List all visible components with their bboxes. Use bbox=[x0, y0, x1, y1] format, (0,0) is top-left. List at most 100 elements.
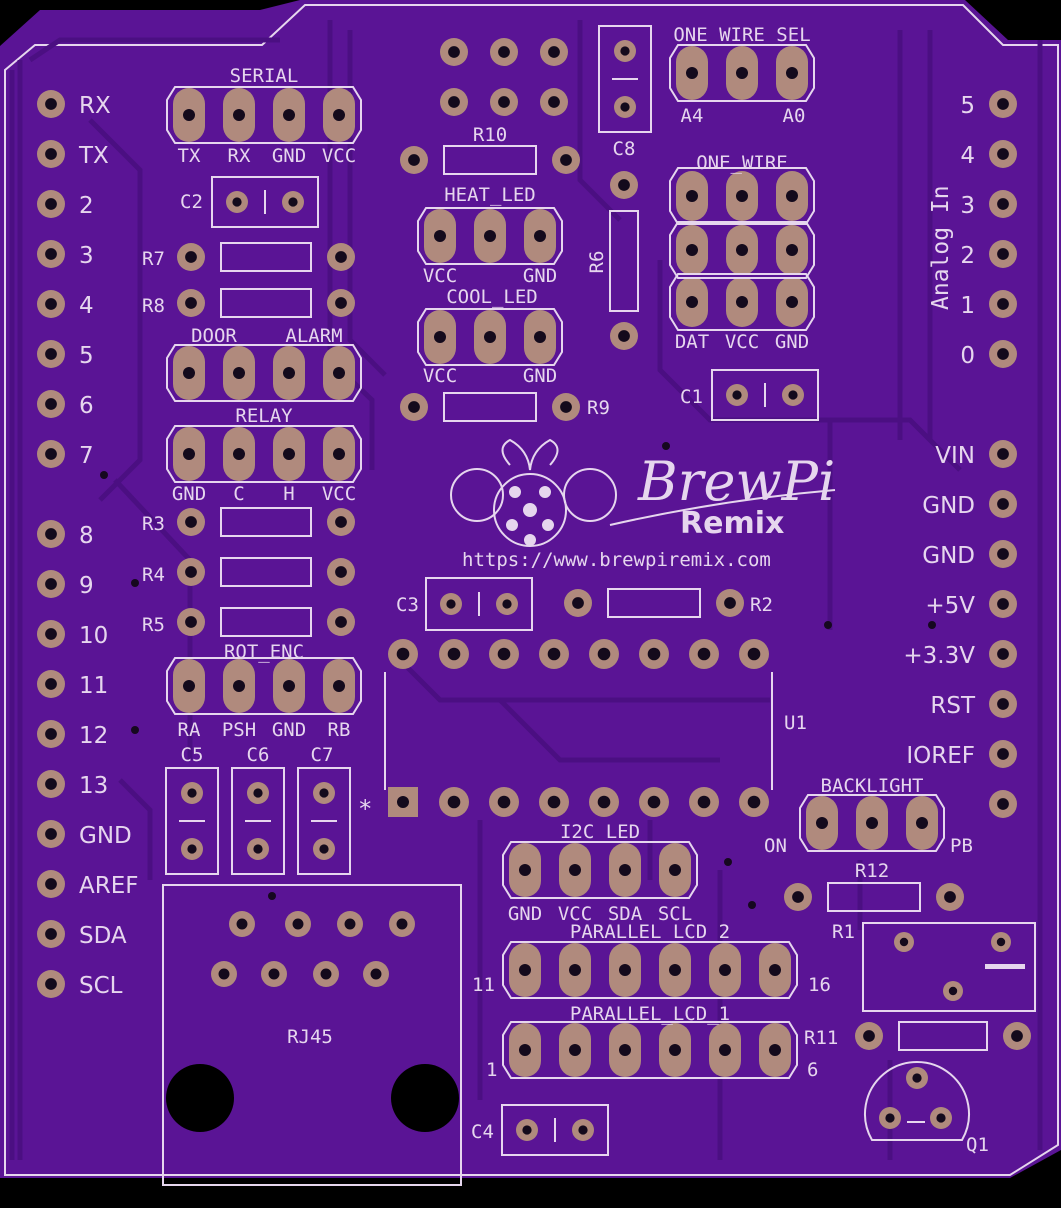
r10-label: R10 bbox=[473, 124, 507, 146]
r9-pad-2-hole bbox=[560, 401, 572, 413]
r8-pad-1-hole bbox=[185, 297, 197, 309]
c8-label: C8 bbox=[613, 138, 636, 160]
digital-pin-pad-2-hole bbox=[45, 198, 57, 210]
r1-pad-3-hole bbox=[948, 986, 958, 996]
cool-led-pin-2-hole bbox=[534, 331, 546, 343]
rj45-mount-hole-left bbox=[166, 1064, 234, 1132]
r7-label: R7 bbox=[142, 248, 165, 270]
r4-pad-2-hole bbox=[335, 566, 347, 578]
test-pad-4-hole bbox=[498, 96, 510, 108]
backlight-pin-2-hole bbox=[916, 817, 928, 829]
lcd2-pin-0-hole bbox=[519, 964, 531, 976]
lcd2-right-label: 16 bbox=[808, 974, 831, 996]
power-pin-label-2: GND bbox=[922, 543, 975, 569]
i2c-led-pin-label-3: SCL bbox=[658, 903, 692, 925]
lcd1-pin-0-hole bbox=[519, 1044, 531, 1056]
door-alarm-pin-2-hole bbox=[283, 367, 295, 379]
lcd1-right-label: 6 bbox=[807, 1059, 818, 1081]
one-wire-pin-1-0-hole bbox=[686, 244, 698, 256]
lcd1-pin-4-hole bbox=[719, 1044, 731, 1056]
lcd1-header-outline bbox=[502, 1021, 798, 1079]
lcd1-pin-5-hole bbox=[769, 1044, 781, 1056]
backlight-pin-1-hole bbox=[866, 817, 878, 829]
serial-header-outline bbox=[166, 86, 362, 144]
lcd2-pin-5-hole bbox=[769, 964, 781, 976]
lcd1-pin-2-hole bbox=[619, 1044, 631, 1056]
rot-enc-pin-2-hole bbox=[283, 680, 295, 692]
via-0 bbox=[100, 471, 108, 479]
u1-pin-top-4-hole bbox=[597, 647, 611, 661]
rj45-pad-bottom-1-hole bbox=[268, 968, 280, 980]
one-wire-header-outline-2 bbox=[669, 273, 815, 331]
test-pad-5-hole bbox=[548, 96, 560, 108]
lcd1-title: PARALLEL_LCD_1 bbox=[570, 1003, 730, 1025]
rot-enc-pin-3-hole bbox=[333, 680, 345, 692]
r1-label: R1 bbox=[832, 921, 855, 943]
r12-body bbox=[827, 882, 921, 912]
c7-label: C7 bbox=[311, 744, 334, 766]
analog-pin-label-4: 1 bbox=[960, 293, 975, 319]
lcd2-left-label: 11 bbox=[472, 974, 495, 996]
digital-pin-pad-14-hole bbox=[45, 828, 57, 840]
heat-led-pin-0-hole bbox=[434, 230, 446, 242]
digital-pin-pad-1-hole bbox=[45, 148, 57, 160]
rj45-pad-top-3-hole bbox=[396, 918, 408, 930]
heat-led-pin-label-0: VCC bbox=[423, 265, 457, 287]
one-wire-sel-header-outline bbox=[669, 44, 815, 102]
lcd2-title: PARALLEL_LCD_2 bbox=[570, 921, 730, 943]
digital-pin-pad-13-hole bbox=[45, 778, 57, 790]
r3-label: R3 bbox=[142, 513, 165, 535]
one-wire-pin-label-2: GND bbox=[775, 331, 809, 353]
analog-pin-label-3: 2 bbox=[960, 243, 975, 269]
c5-outline bbox=[165, 767, 219, 875]
r3-pad-2-hole bbox=[335, 516, 347, 528]
c5-pad-2-hole bbox=[187, 844, 197, 854]
relay-pin-label-0: GND bbox=[172, 483, 206, 505]
analog-pin-pad-2-hole bbox=[997, 198, 1009, 210]
rj45-outline bbox=[162, 884, 462, 1186]
i2c-led-pin-0-hole bbox=[519, 864, 531, 876]
analog-pin-pad-3-hole bbox=[997, 248, 1009, 260]
heat-led-pin-1-hole bbox=[484, 230, 496, 242]
heat-led-pin-label-1: GND bbox=[523, 265, 557, 287]
rot-enc-pin-label-0: RA bbox=[178, 719, 201, 741]
r11-pad-1-hole bbox=[863, 1030, 875, 1042]
i2c-led-pin-label-2: SDA bbox=[608, 903, 643, 925]
one-wire-header-outline-0 bbox=[669, 167, 815, 225]
c2-outline bbox=[211, 176, 319, 228]
door-alarm-pin-0-hole bbox=[183, 367, 195, 379]
c2-pad-1-hole bbox=[232, 197, 242, 207]
relay-pin-3-hole bbox=[333, 448, 345, 460]
serial-pin-label-3: VCC bbox=[322, 145, 356, 167]
c4-pad-2-hole bbox=[578, 1125, 588, 1135]
c3-pad-2-hole bbox=[502, 599, 512, 609]
c1-pad-2-hole bbox=[788, 390, 798, 400]
power-pin-label-6: IOREF bbox=[906, 743, 975, 769]
serial-pin-2-hole bbox=[283, 109, 295, 121]
backlight-title: BACKLIGHT bbox=[821, 775, 924, 797]
u1-pin-bottom-7-hole bbox=[747, 795, 761, 809]
r4-label: R4 bbox=[142, 564, 165, 586]
analog-pin-pad-0-hole bbox=[997, 98, 1009, 110]
serial-pin-0-hole bbox=[183, 109, 195, 121]
lcd2-header-outline bbox=[502, 941, 798, 999]
backlight-header-outline bbox=[799, 794, 945, 852]
u1-pin-bottom-5-hole bbox=[647, 795, 661, 809]
test-pad-3-hole bbox=[448, 96, 460, 108]
power-pin-pad-0-hole bbox=[997, 448, 1009, 460]
r9-pad-1-hole bbox=[408, 401, 420, 413]
cool-led-pin-label-0: VCC bbox=[423, 365, 457, 387]
rj45-pad-top-1-hole bbox=[292, 918, 304, 930]
q1-pad-1-hole bbox=[912, 1073, 922, 1083]
one-wire-title: ONE_WIRE bbox=[696, 152, 788, 174]
rot-enc-title: ROT_ENC bbox=[224, 641, 304, 663]
cool-led-pin-1-hole bbox=[484, 331, 496, 343]
u1-pin-bottom-6-hole bbox=[697, 795, 711, 809]
digital-pin-label-13: 13 bbox=[79, 773, 108, 799]
r5-pad-1-hole bbox=[185, 616, 197, 628]
power-pin-label-4: +3.3V bbox=[903, 643, 975, 669]
u1-pin-bottom-3-hole bbox=[547, 795, 561, 809]
one-wire-sel-pin-0-hole bbox=[686, 67, 698, 79]
